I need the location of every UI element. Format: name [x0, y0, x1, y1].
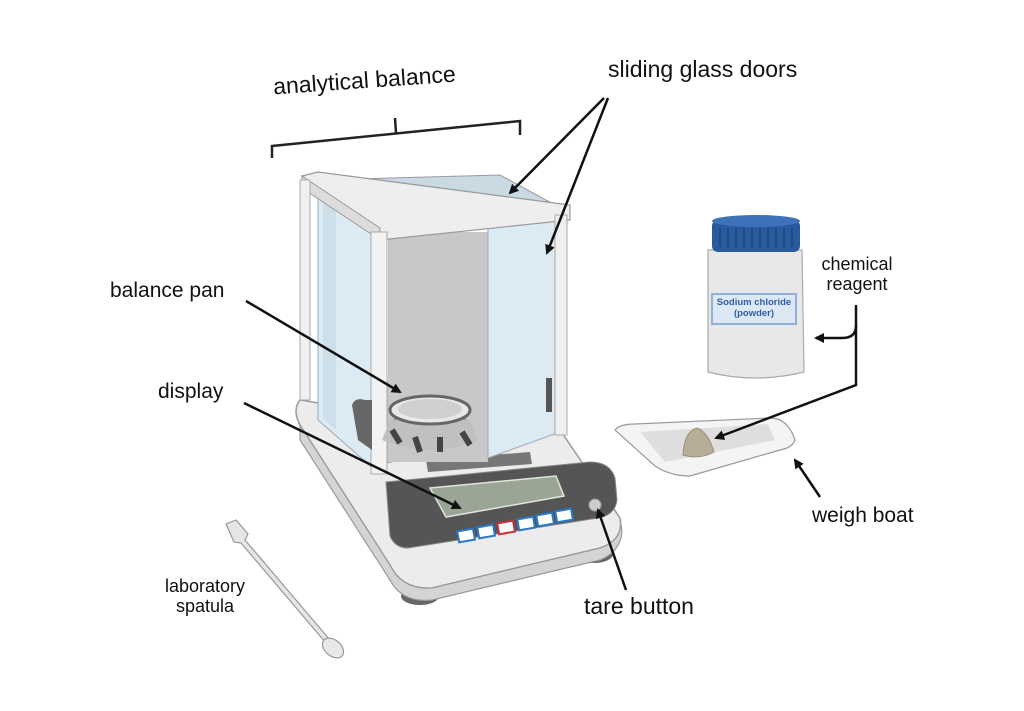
tare-button-control[interactable]: [588, 498, 602, 512]
key-button[interactable]: [496, 519, 517, 536]
arrow-sliding-doors-1: [508, 97, 605, 195]
label-weigh-boat: weigh boat: [812, 504, 914, 527]
key-button[interactable]: [535, 511, 556, 528]
arrow-sliding-doors-2: [545, 97, 610, 255]
arrow-weigh-boat: [793, 458, 822, 498]
label-chemical-reagent-line1: chemical: [821, 254, 893, 274]
arrow-chemical-reagent: [814, 305, 858, 343]
arrow-tare-button: [595, 508, 628, 591]
reagent-jar-label: Sodium chloride (powder): [711, 293, 797, 325]
keypad: [456, 507, 575, 544]
reagent-name: Sodium chloride: [716, 297, 792, 308]
label-laboratory-spatula-line1: laboratory: [164, 576, 246, 596]
label-laboratory-spatula-line2: spatula: [175, 596, 235, 617]
arrow-balance-pan: [245, 299, 402, 394]
balance-pan: [382, 394, 478, 453]
laboratory-spatula: [225, 519, 345, 659]
label-tare-button: tare button: [584, 593, 694, 619]
label-chemical-reagent-line2: reagent: [826, 274, 888, 295]
key-button[interactable]: [554, 507, 575, 524]
label-balance-pan: balance pan: [110, 279, 225, 302]
analytical-balance-bracket: [270, 117, 522, 158]
reagent-form: (powder): [733, 307, 775, 319]
label-laboratory-spatula: laboratory spatula: [150, 576, 260, 616]
arrow-reagent-to-boat: [714, 326, 858, 440]
key-button[interactable]: [476, 523, 497, 540]
label-chemical-reagent: chemical reagent: [812, 254, 902, 294]
arrow-display: [243, 401, 462, 510]
label-sliding-glass-doors: sliding glass doors: [608, 56, 798, 82]
display-screen: [428, 475, 566, 518]
weigh-boat: [614, 417, 796, 477]
label-display: display: [158, 380, 224, 403]
key-button[interactable]: [456, 527, 477, 544]
key-button[interactable]: [516, 515, 537, 532]
